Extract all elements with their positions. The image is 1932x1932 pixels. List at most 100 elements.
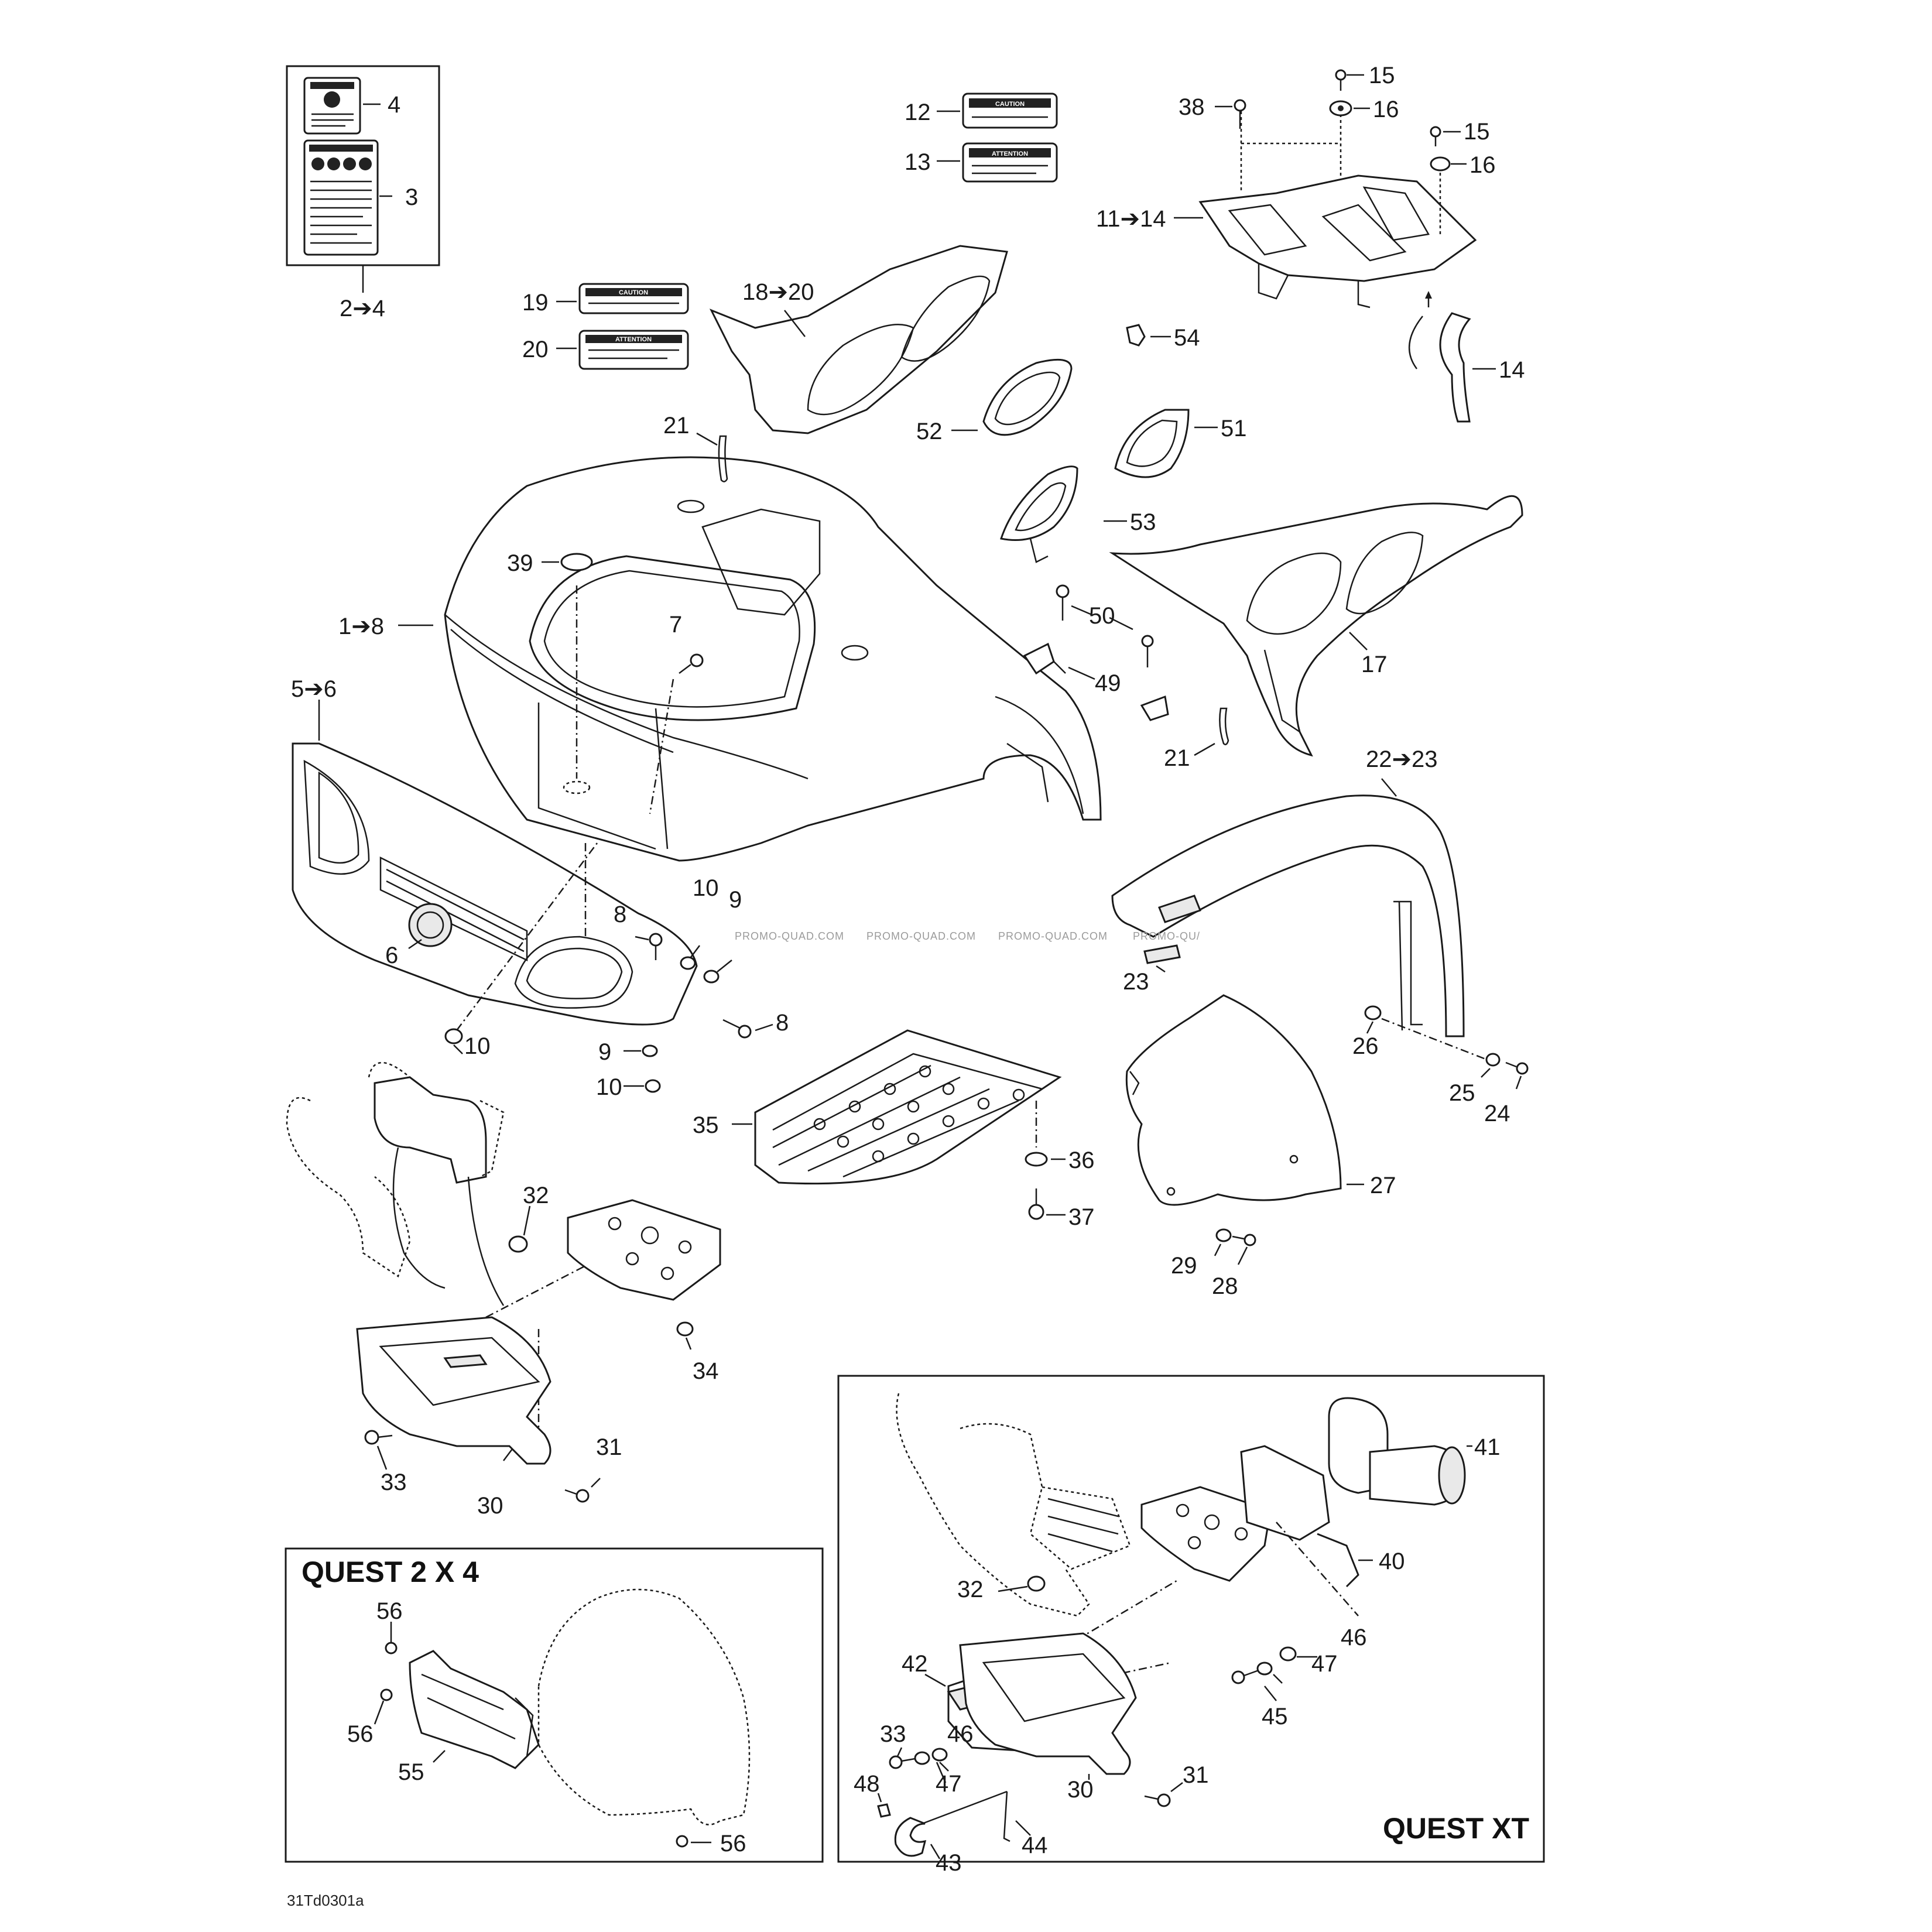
callout-10-upper: 10 — [693, 875, 719, 901]
nut-32 — [508, 1205, 531, 1253]
bracket-49 — [1023, 642, 1169, 721]
skid-plate-30 — [356, 1316, 551, 1465]
nut-16-right — [1430, 156, 1467, 172]
callout-46-right: 46 — [1341, 1625, 1367, 1650]
watermark-1: PROMO-QUAD.COM — [735, 930, 844, 942]
rear-storage-tray — [1198, 102, 1477, 309]
decal-23 — [1143, 944, 1181, 973]
winch-mount-plate — [567, 1199, 721, 1301]
callout-43: 43 — [936, 1850, 962, 1876]
callout-3: 3 — [405, 184, 418, 210]
callout-4: 4 — [388, 92, 400, 118]
callout-9-upper: 9 — [729, 887, 742, 913]
hardware-8-9-10-upper — [635, 933, 732, 984]
callout-32-main: 32 — [523, 1183, 549, 1208]
hardware-28-29 — [1214, 1228, 1256, 1265]
plug-39 — [542, 553, 593, 571]
hardware-9-10-lower — [624, 1044, 661, 1093]
callout-5-to-6: 5➔6 — [291, 676, 337, 702]
callout-31-main: 31 — [596, 1434, 622, 1460]
callout-16-right: 16 — [1469, 152, 1496, 178]
callout-30-xt: 30 — [1067, 1777, 1094, 1803]
caution-label-text-19: CAUTION — [619, 289, 648, 296]
front-bumper-grille — [292, 700, 698, 1026]
warning-decal-large — [303, 139, 379, 256]
callout-40: 40 — [1379, 1549, 1405, 1574]
callout-12: 12 — [905, 100, 931, 125]
callout-29: 29 — [1171, 1253, 1197, 1279]
bolt-50 — [1056, 584, 1154, 667]
callout-45: 45 — [1262, 1704, 1288, 1729]
quest-2x4-title: QUEST 2 X 4 — [302, 1556, 479, 1588]
screw-15-top — [1335, 69, 1364, 91]
callout-20: 20 — [522, 337, 549, 362]
callout-46-left: 46 — [947, 1721, 974, 1747]
callout-31-xt: 31 — [1183, 1762, 1209, 1788]
callout-13: 13 — [905, 149, 931, 175]
callout-2-to-4: 2➔4 — [340, 296, 385, 321]
watermark-3: PROMO-QUAD.COM — [998, 930, 1108, 942]
callout-1-to-8: 1➔8 — [338, 614, 384, 639]
callout-32-xt: 32 — [957, 1577, 984, 1602]
callout-21-right: 21 — [1164, 745, 1190, 771]
callout-41: 41 — [1474, 1434, 1501, 1460]
callout-26: 26 — [1352, 1033, 1379, 1059]
callout-44: 44 — [1022, 1832, 1048, 1858]
attention-label-text-20: ATTENTION — [615, 336, 652, 343]
rear-mudflap-22 — [1111, 778, 1465, 1037]
callout-7: 7 — [669, 612, 682, 638]
callout-23: 23 — [1123, 969, 1149, 995]
callout-10-lower: 10 — [596, 1074, 622, 1100]
callout-17: 17 — [1361, 652, 1388, 677]
callout-35: 35 — [693, 1112, 719, 1138]
pin-21-top — [696, 432, 728, 482]
watermark-4: PROMO-QU/ — [1133, 930, 1200, 942]
screw-15-right — [1430, 126, 1461, 146]
footrest-plate-35 — [732, 1029, 1062, 1185]
screw-7 — [649, 653, 704, 814]
vent-bezel-53 — [1000, 465, 1127, 563]
callout-33-xt: 33 — [880, 1721, 906, 1747]
attention-label-text: ATTENTION — [992, 150, 1028, 157]
hardware-8-side — [722, 1019, 773, 1039]
callout-56-top: 56 — [376, 1598, 403, 1624]
right-fender-panel — [1109, 495, 1523, 757]
callout-10-left: 10 — [464, 1033, 491, 1059]
callout-22-to-23: 22➔23 — [1366, 746, 1438, 772]
callout-53: 53 — [1130, 509, 1156, 535]
callout-18-to-20: 18➔20 — [742, 279, 814, 305]
front-fender-body — [398, 456, 1102, 862]
callout-36: 36 — [1068, 1147, 1095, 1173]
callout-8-upper: 8 — [614, 902, 626, 927]
inner-fender-27 — [1125, 994, 1364, 1206]
callout-15-right: 15 — [1464, 119, 1490, 145]
drawing-code: 31Td0301a — [287, 1892, 364, 1909]
hardware-36-37 — [1025, 1152, 1066, 1220]
hardware-10-left — [444, 1028, 463, 1054]
left-side-panel — [709, 245, 1008, 434]
nut-16-top — [1329, 100, 1370, 117]
callout-39: 39 — [507, 550, 533, 576]
callout-8-side: 8 — [776, 1010, 789, 1036]
vent-frame-51 — [1114, 409, 1218, 478]
callout-labels: 4 3 2➔4 12 13 38 15 16 15 16 11➔14 14 19… — [291, 63, 1525, 1876]
callout-49: 49 — [1095, 670, 1121, 696]
callout-55: 55 — [398, 1759, 424, 1785]
callout-54: 54 — [1174, 325, 1200, 351]
caution-label-text: CAUTION — [995, 101, 1025, 108]
pin-21-right — [1194, 707, 1229, 756]
callout-56-mid: 56 — [347, 1721, 374, 1747]
callout-37: 37 — [1068, 1204, 1095, 1230]
quest-xt-panel: QUEST XT — [837, 1375, 1545, 1863]
callout-48: 48 — [854, 1771, 880, 1797]
callout-19: 19 — [522, 290, 549, 316]
callout-15-top: 15 — [1369, 63, 1395, 88]
callout-30-main: 30 — [477, 1493, 503, 1519]
watermark-strip: PROMO-QUAD.COM PROMO-QUAD.COM PROMO-QUAD… — [735, 930, 1200, 942]
callout-25: 25 — [1449, 1080, 1475, 1106]
callout-38: 38 — [1179, 94, 1205, 120]
callout-50: 50 — [1089, 603, 1115, 629]
callout-16-top: 16 — [1373, 97, 1399, 122]
callout-56-bottom: 56 — [720, 1831, 746, 1856]
